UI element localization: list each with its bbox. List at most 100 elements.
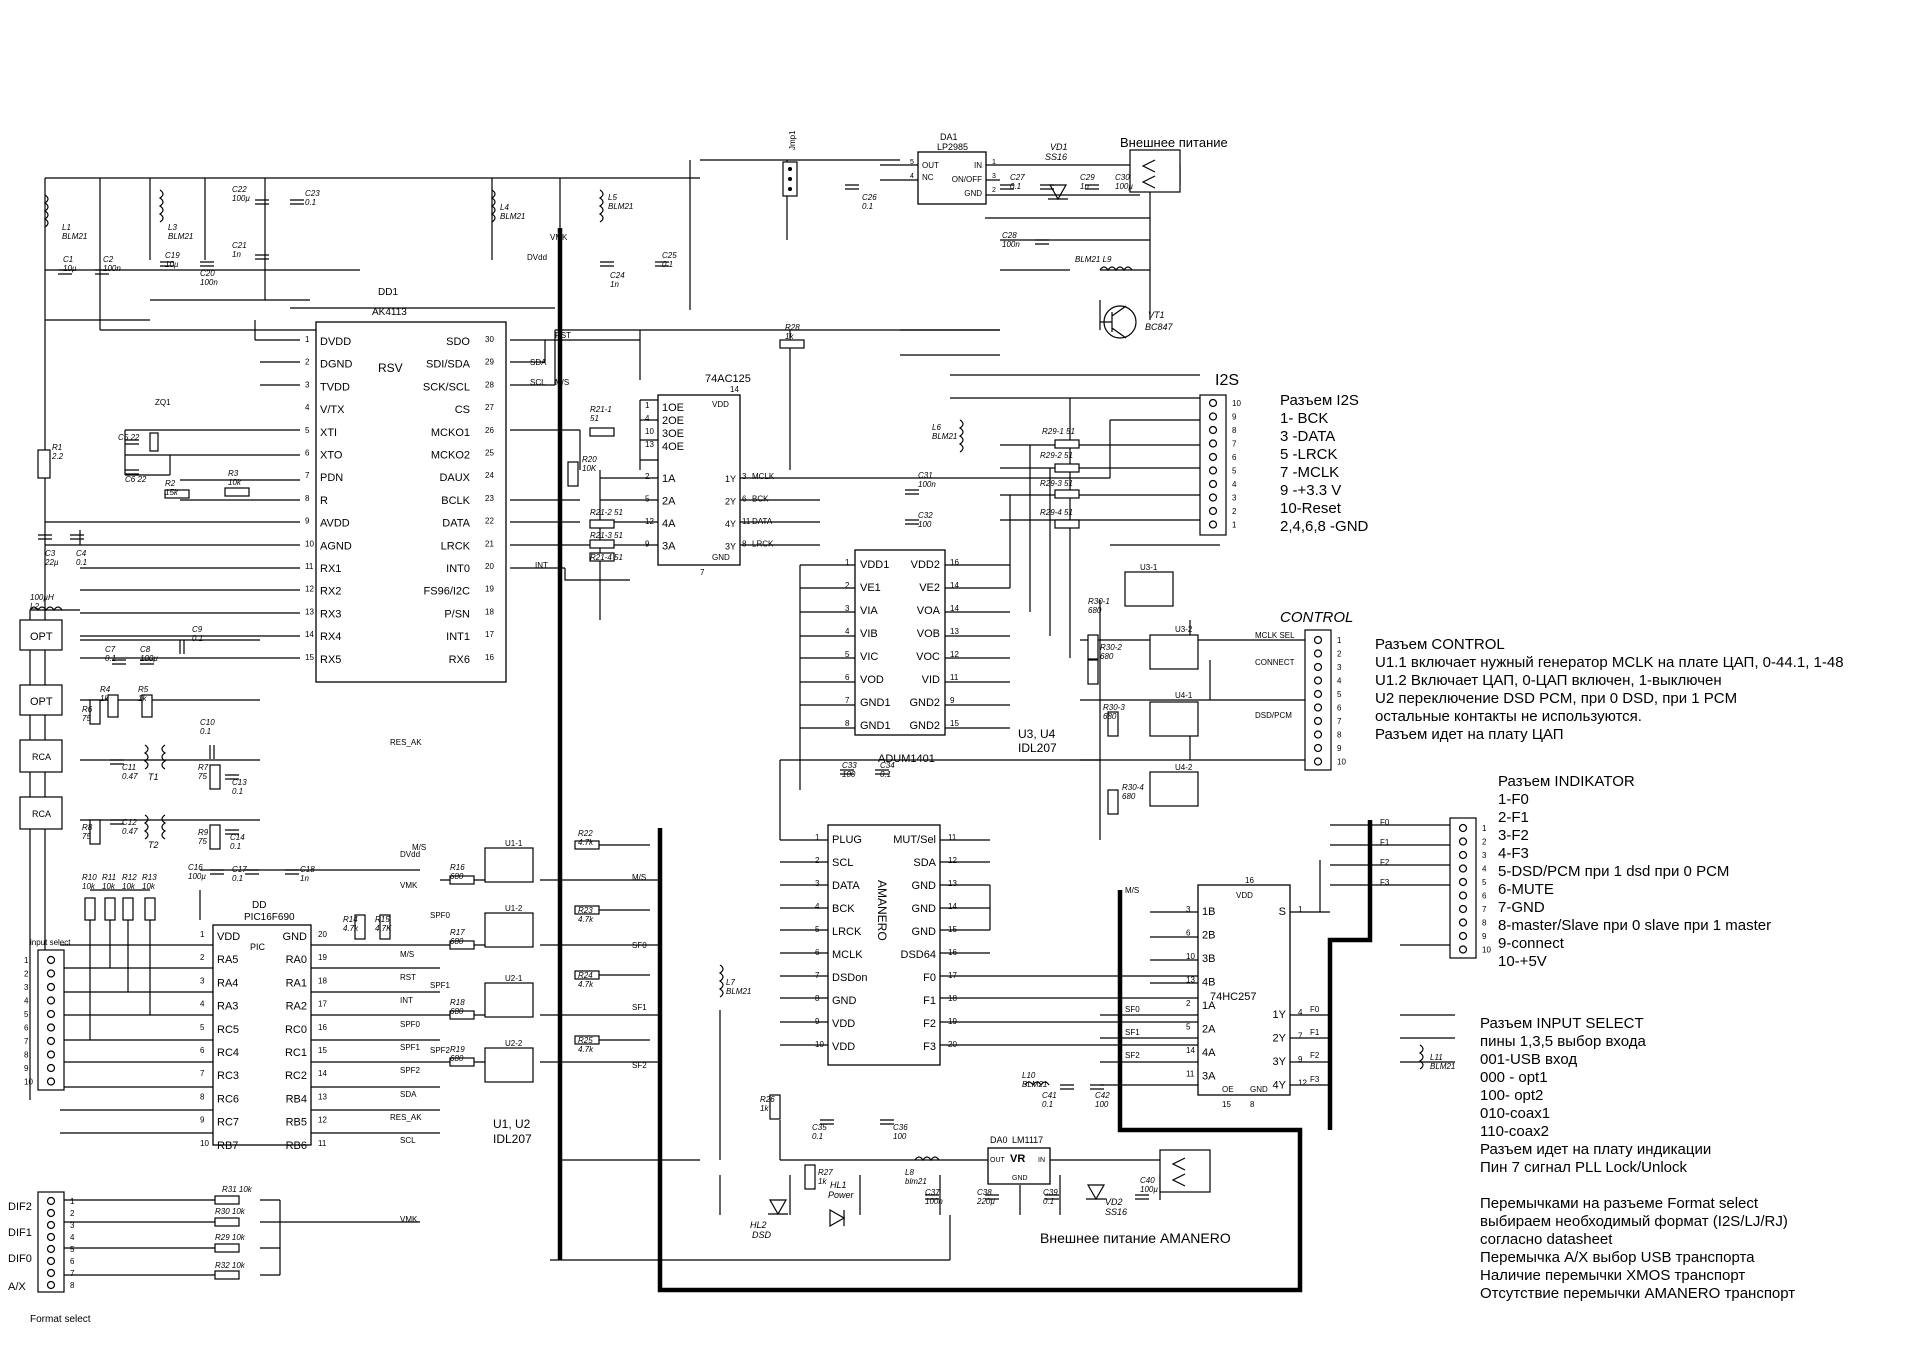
amanero-pin-num-8: 8	[815, 994, 820, 1003]
amanero-pin-num-14: 14	[948, 902, 957, 911]
c39-ref: C39	[1043, 1188, 1058, 1197]
r7-symbol	[209, 764, 221, 790]
input-select-pin-num-6: 6	[24, 1024, 29, 1033]
r24-value: 4.7k	[578, 980, 594, 989]
input-select-pin-hole	[46, 1063, 56, 1073]
control-note-line: Разъем CONTROL	[1375, 636, 1505, 653]
amanero-pin-plug: PLUG	[832, 834, 862, 846]
hl2-led	[768, 1199, 788, 1216]
u32-label: U3-2	[1175, 625, 1193, 634]
ac125-pin-num-9: 9	[645, 540, 650, 549]
r17-symbol	[449, 940, 475, 950]
rca2-label: RCA	[32, 809, 51, 819]
hc257-pin-num-4: 4	[1298, 1008, 1303, 1017]
pic-name: PIC16F690	[244, 912, 295, 923]
pic-pin-ra5: RA5	[217, 954, 238, 966]
r7-ref: R7	[198, 763, 209, 772]
net-ms-10: M/S	[400, 950, 414, 959]
ak4113-pin-rx1: RX1	[320, 563, 341, 575]
adum-pin-ve1: VE1	[860, 582, 881, 594]
format-select-pin-hole	[46, 1232, 56, 1242]
ak4113-pin-dgnd: DGND	[320, 359, 352, 371]
hc257-pin-oe: OE	[1222, 1085, 1234, 1094]
format-select-pin-num-8: 8	[70, 1281, 75, 1290]
adum-pin-num-15: 15	[950, 719, 959, 728]
ak4113-pin-num-15: 15	[305, 653, 314, 662]
net-rst-2: RST	[555, 331, 571, 340]
input_select-note-line: 100- opt2	[1480, 1087, 1544, 1104]
c16-ref: C16	[188, 863, 203, 872]
ak4113-pin-int0: INT0	[446, 563, 470, 575]
c11-value: 0.47	[122, 772, 138, 781]
control-pin-num-2: 2	[1337, 650, 1342, 659]
amanero-pin-vdd: VDD	[832, 1018, 855, 1030]
control-pin-num-6: 6	[1337, 704, 1342, 713]
hc257-pin-4a: 4A	[1202, 1047, 1216, 1059]
ak4113-ref: DD1	[378, 287, 398, 298]
r16-symbol	[449, 875, 475, 885]
hl2-label: HL2	[750, 1220, 767, 1230]
ext-power-amanero-connector	[1159, 1149, 1211, 1193]
r24-symbol	[574, 970, 600, 980]
c20-ref: C20	[200, 269, 215, 278]
r291-label: R29-1 51	[1042, 427, 1075, 436]
ac125-out-bck: BCK	[752, 495, 769, 504]
c14-ref: C14	[230, 833, 245, 842]
lm1117-center: VR	[1010, 1153, 1025, 1165]
input_select-note-line: 010-coax1	[1480, 1105, 1551, 1122]
indikator-note-line: 1-F0	[1498, 791, 1529, 808]
ext-power-label: Внешнее питание	[1120, 135, 1228, 150]
net-f0-36: F0	[1310, 1005, 1320, 1014]
pic-pin-num-16: 16	[318, 1023, 327, 1032]
u12-label: U1, U2	[493, 1117, 531, 1131]
hc257-pin-1a: 1A	[1202, 1000, 1216, 1012]
r303-symbol	[1107, 711, 1119, 737]
i2s-pin-num-9: 9	[1232, 413, 1237, 422]
c23-ref: C23	[305, 189, 320, 198]
c2-value: 100n	[103, 264, 121, 273]
net-vmk-9: VMK	[400, 881, 418, 890]
indikator-pin-num-4: 4	[1482, 865, 1487, 874]
r18-symbol	[449, 1010, 475, 1020]
control-pin-hole	[1313, 676, 1323, 685]
i2s-pin-num-4: 4	[1232, 480, 1237, 489]
format-select-pin-hole	[46, 1256, 56, 1266]
pic-pin-num-10: 10	[200, 1139, 209, 1148]
net-vmk-0: VMK	[550, 233, 568, 242]
t2-transformer	[143, 814, 167, 840]
adum-pin-num-13: 13	[950, 627, 959, 636]
r25-value: 4.7k	[578, 1045, 594, 1054]
r302-symbol	[1087, 659, 1099, 685]
c34-value: 0.1	[880, 770, 891, 779]
ac125-out-data: DATA	[752, 517, 773, 526]
ak4113-pin-num-5: 5	[305, 426, 310, 435]
pic-pin-num-3: 3	[200, 976, 205, 985]
control-pin-hole	[1313, 730, 1323, 739]
net-sf0-25: SF0	[632, 941, 647, 950]
ac125-pin-1oe: 1OE	[662, 402, 684, 414]
ak4113-pin-mcko2: MCKO2	[431, 450, 470, 462]
i2s-pin-hole	[1208, 398, 1218, 408]
r12-symbol	[122, 897, 134, 921]
amanero-pin-num-10: 10	[815, 1040, 824, 1049]
hc257-pin-num-3: 3	[1186, 905, 1191, 914]
c10-ref: C10	[200, 718, 215, 727]
c41-value: 0.1	[1042, 1100, 1053, 1109]
ak4113-pin-num-2: 2	[305, 358, 310, 367]
ac125-pin-num-11: 11	[742, 517, 751, 526]
input-select-pin-hole	[46, 969, 56, 978]
dif2-label: DIF2	[8, 1201, 32, 1213]
r6-ref: R6	[82, 705, 93, 714]
net-f3-39: F3	[1310, 1075, 1320, 1084]
hc257-pin-num-10: 10	[1186, 952, 1195, 961]
control-note-line: U2 переключение DSD PCM, при 0 DSD, при …	[1375, 690, 1738, 707]
indikator-note-line: 5-DSD/PCM при 1 dsd при 0 PCM	[1498, 863, 1730, 880]
i2s-pin-num-6: 6	[1232, 453, 1237, 462]
pic-pin-num-5: 5	[200, 1023, 205, 1032]
dsd-pcm-label: DSD/PCM	[1255, 711, 1292, 720]
control-pin-hole	[1313, 703, 1323, 712]
amanero-pin-num-2: 2	[815, 856, 820, 865]
r301-ref: R30-1	[1088, 597, 1110, 606]
c37-ref: C37	[925, 1188, 940, 1197]
c23-value: 0.1	[305, 198, 316, 207]
